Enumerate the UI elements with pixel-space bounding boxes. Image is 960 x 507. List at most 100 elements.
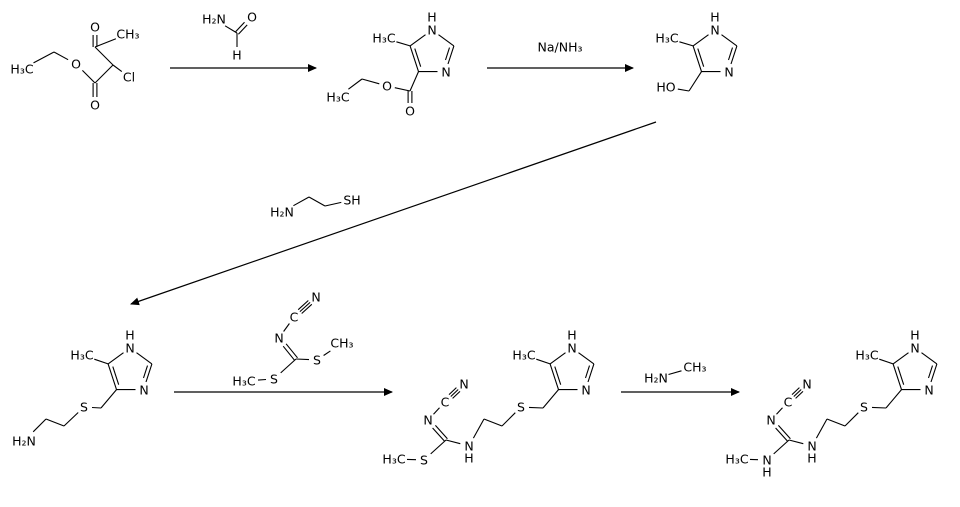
atom-label: N xyxy=(807,439,816,454)
step-3-arrow xyxy=(130,121,657,306)
bond xyxy=(730,45,738,65)
bond xyxy=(107,352,124,365)
atom-label: H xyxy=(125,328,134,343)
atom-label: H xyxy=(464,451,473,466)
bond xyxy=(45,418,65,427)
bond xyxy=(549,352,566,365)
bond xyxy=(100,389,117,409)
bond xyxy=(112,366,120,385)
bond xyxy=(32,418,47,433)
atom-label: H xyxy=(762,465,771,480)
bond xyxy=(295,358,310,361)
bond xyxy=(361,78,380,85)
atom-label: N xyxy=(427,23,436,38)
bond xyxy=(587,363,595,383)
bond-lines xyxy=(32,21,938,461)
bond xyxy=(815,418,828,439)
bond xyxy=(433,407,440,415)
bond xyxy=(323,350,331,356)
bond xyxy=(844,412,859,427)
bond xyxy=(348,78,363,90)
atom-label: H xyxy=(232,48,241,63)
bond xyxy=(927,365,934,379)
molecule-formamide: H₂N O H xyxy=(202,10,257,63)
atom-label: O xyxy=(247,10,257,25)
atom-label: N xyxy=(567,341,576,356)
bond xyxy=(554,366,562,385)
atom-label: CH₃ xyxy=(330,336,353,351)
bond xyxy=(283,323,290,332)
bond xyxy=(483,418,503,427)
atom-label: N xyxy=(423,413,432,428)
bond xyxy=(791,387,800,395)
atom-label: N xyxy=(924,383,933,398)
bond xyxy=(826,418,846,427)
bond xyxy=(299,301,311,313)
bond xyxy=(285,343,298,359)
bond xyxy=(224,25,238,34)
atom-label: N xyxy=(125,341,134,356)
bond xyxy=(434,425,448,440)
bond xyxy=(879,358,894,365)
atom-label: S xyxy=(517,400,525,415)
atom-label: H₂N xyxy=(644,371,668,386)
atom-label: HO xyxy=(656,80,675,95)
atom-label: H₃C xyxy=(855,348,878,363)
atom-label: S xyxy=(420,453,428,468)
bond xyxy=(237,24,248,35)
bond xyxy=(679,41,694,47)
bond xyxy=(301,303,313,314)
bond xyxy=(282,345,295,361)
atom-label: N xyxy=(710,23,719,38)
bond xyxy=(578,352,595,365)
atom-label: N xyxy=(441,65,450,80)
atom-label: H₃C xyxy=(70,348,93,363)
bond xyxy=(897,366,905,385)
atom-label: Cl xyxy=(123,70,135,85)
bond xyxy=(668,370,682,376)
atom-label: H₃C xyxy=(326,90,349,105)
bond xyxy=(107,363,118,390)
atom-label: H₃C xyxy=(725,452,748,467)
atom-label: O xyxy=(382,79,392,94)
bond xyxy=(94,358,109,365)
bond xyxy=(112,64,123,73)
bond xyxy=(452,391,461,399)
bond xyxy=(892,363,903,390)
atom-label: H xyxy=(710,10,719,25)
bond xyxy=(536,358,551,365)
bond xyxy=(438,34,455,47)
bond xyxy=(394,87,411,92)
bond xyxy=(94,38,117,48)
atom-label: S xyxy=(270,372,278,387)
bond xyxy=(94,46,114,66)
bond xyxy=(280,358,297,374)
bond xyxy=(409,71,420,92)
atom-label: O xyxy=(71,57,81,72)
atom-label: H₂N xyxy=(202,12,226,27)
bond xyxy=(414,48,422,67)
bond xyxy=(297,300,309,311)
bond xyxy=(549,363,560,390)
bond xyxy=(409,45,420,72)
bond xyxy=(308,196,326,207)
bond xyxy=(930,363,938,383)
bond xyxy=(777,425,791,440)
atom-label: H₃C xyxy=(372,31,395,46)
bond xyxy=(885,389,902,409)
bond xyxy=(324,201,342,207)
bond xyxy=(871,406,887,409)
atom-label: C xyxy=(290,310,299,325)
atom-label: H xyxy=(910,328,919,343)
atom-label: H xyxy=(807,451,816,466)
atom-label: H xyxy=(567,328,576,343)
bond xyxy=(142,365,149,379)
bond xyxy=(692,45,703,72)
